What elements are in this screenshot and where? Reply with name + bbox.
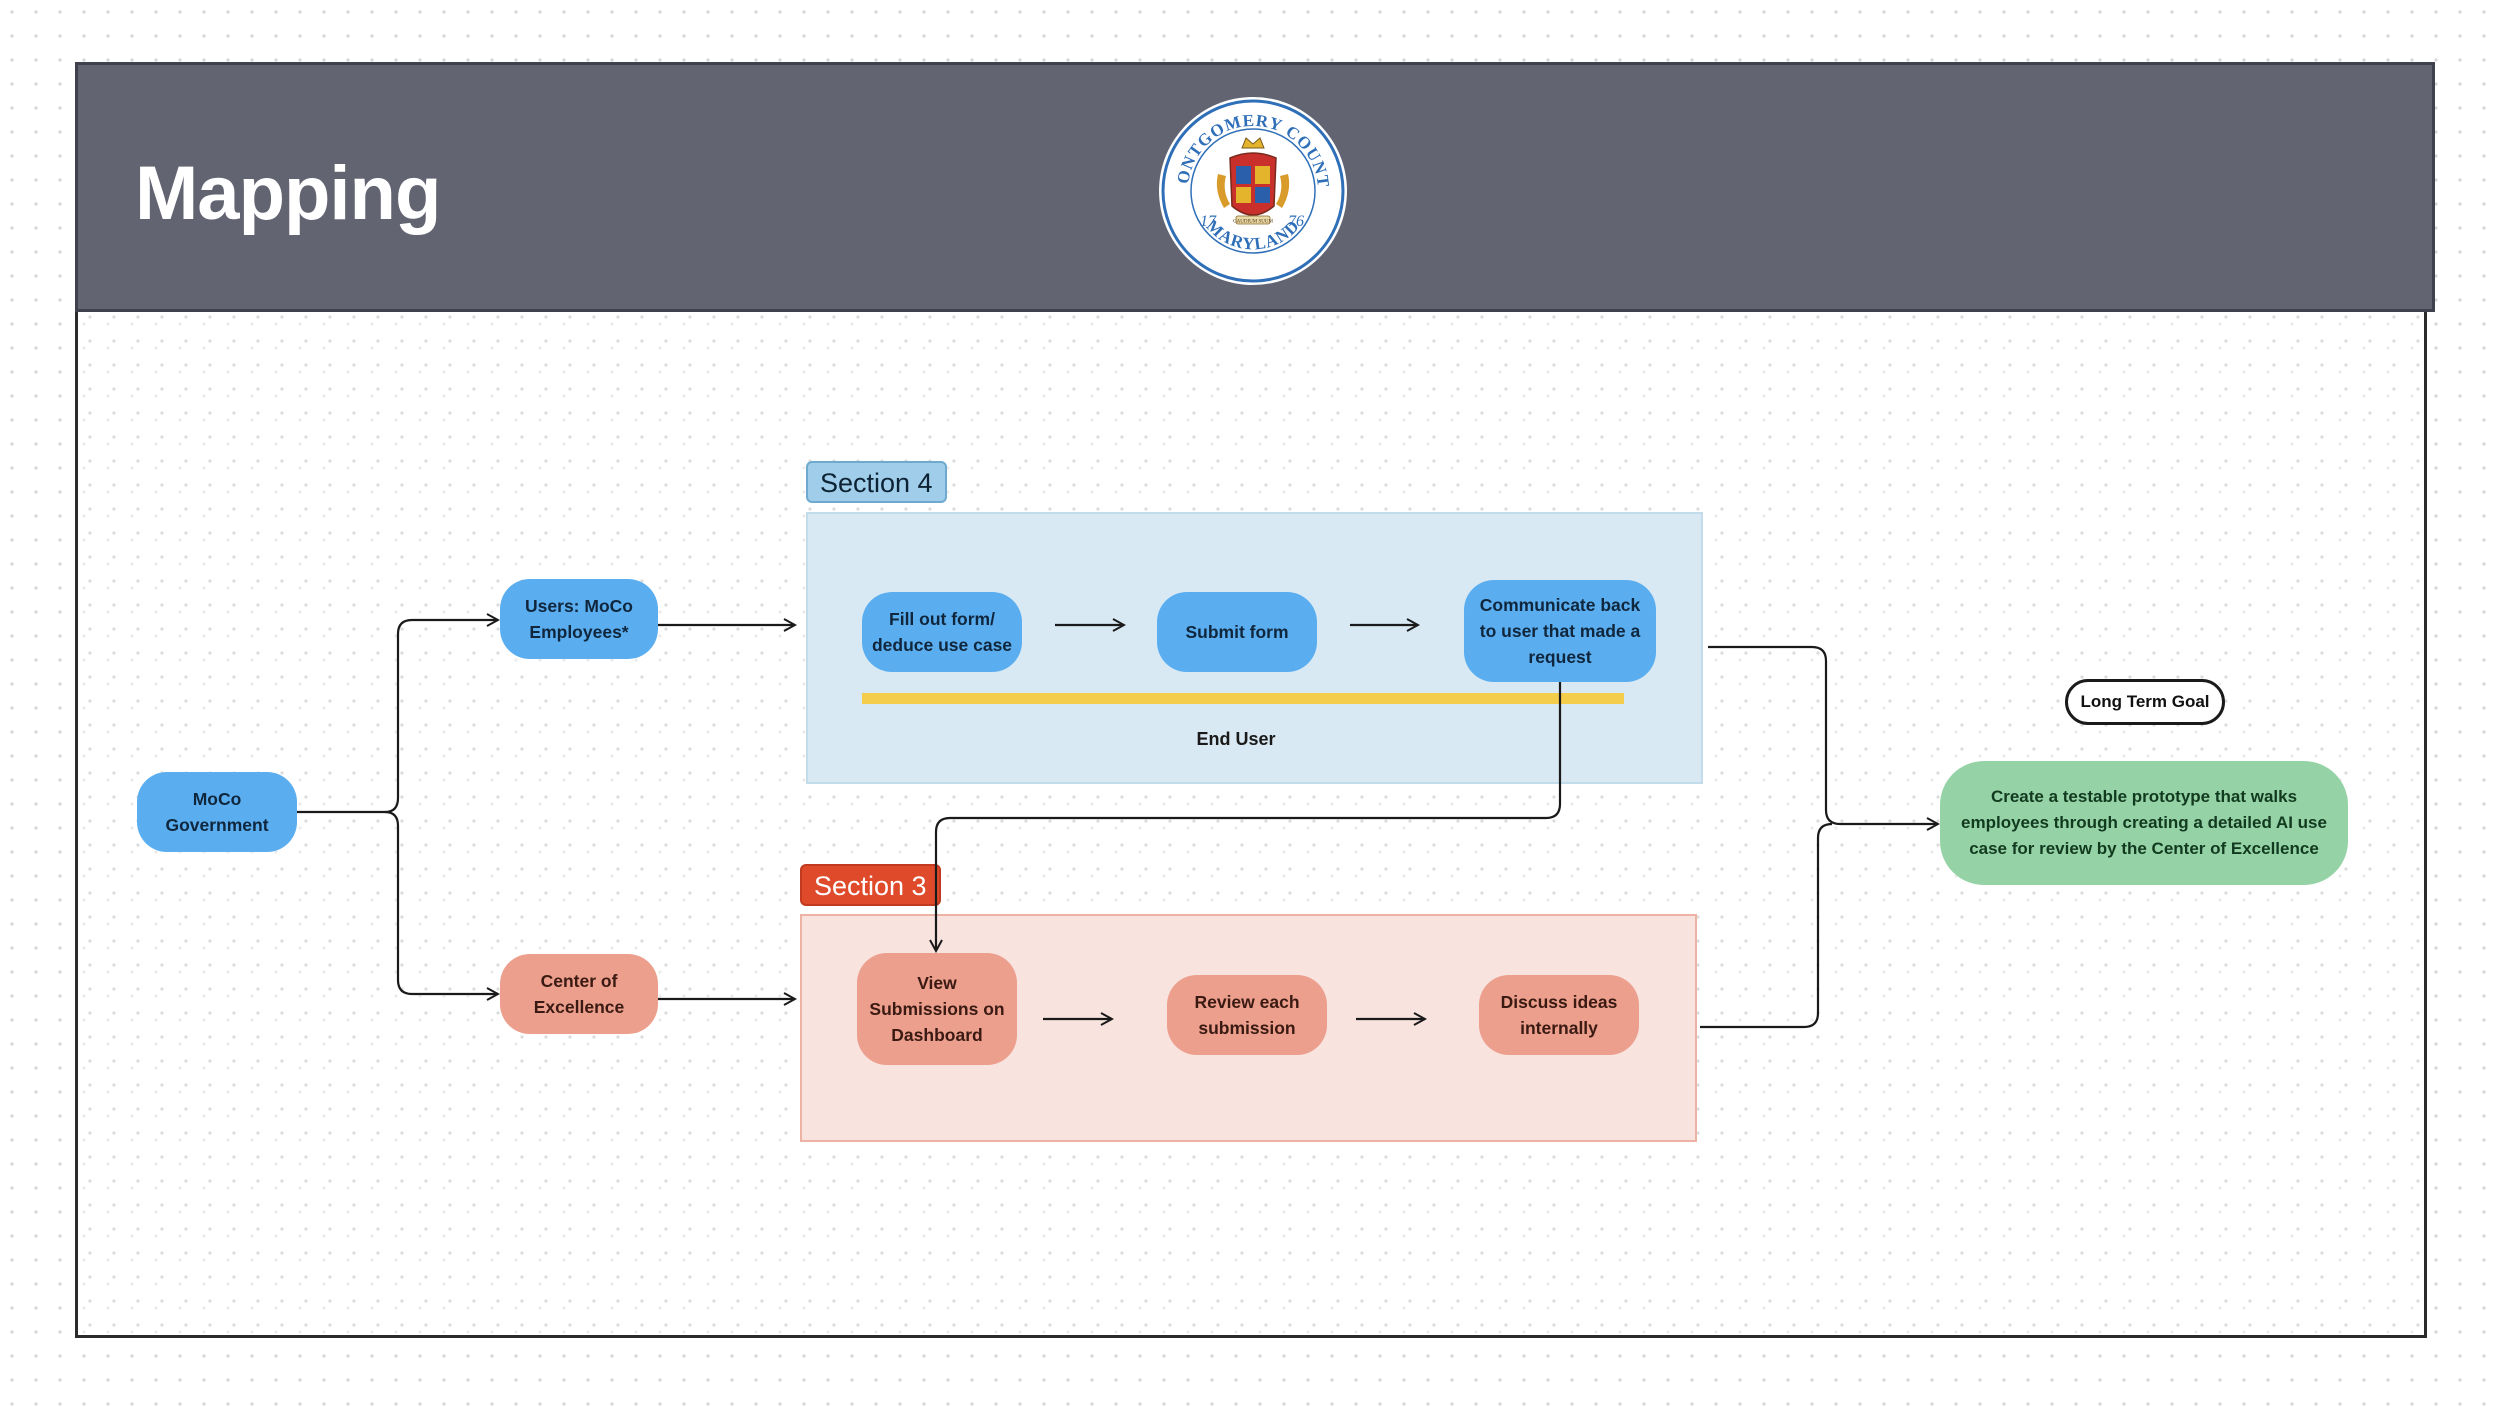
node-discuss-ideas[interactable]: Discuss ideas internally bbox=[1479, 975, 1639, 1055]
node-users-employees[interactable]: Users: MoCo Employees* bbox=[500, 579, 658, 659]
connector-to-coe bbox=[384, 810, 498, 994]
node-view-submissions[interactable]: View Submissions on Dashboard bbox=[857, 953, 1017, 1065]
node-review-each-submission[interactable]: Review each submission bbox=[1167, 975, 1327, 1055]
end-user-label: End User bbox=[1196, 729, 1276, 749]
section-4-label: Section 4 bbox=[806, 461, 947, 503]
node-long-term-goal[interactable]: Create a testable prototype that walks e… bbox=[1940, 761, 2348, 885]
connector-communicate-to-view bbox=[936, 682, 1562, 951]
county-seal-logo: MONTGOMERY COUNTY MARYLAND 17 76 GAUDIUM… bbox=[1158, 96, 1347, 285]
node-moco-government[interactable]: MoCo Government bbox=[137, 772, 297, 852]
node-submit-form[interactable]: Submit form bbox=[1157, 592, 1317, 672]
connector-to-users bbox=[384, 620, 498, 814]
seal-year-left: 17 bbox=[1200, 213, 1217, 230]
node-fill-out-form[interactable]: Fill out form/ deduce use case bbox=[862, 592, 1022, 672]
page-title: Mapping bbox=[135, 151, 441, 236]
connector-section3-to-goal bbox=[1700, 822, 1833, 1029]
section-3-label: Section 3 bbox=[800, 864, 941, 906]
node-communicate-back[interactable]: Communicate back to user that made a req… bbox=[1464, 580, 1656, 682]
seal-motto: GAUDIUM SUUM bbox=[1233, 220, 1273, 225]
long-term-goal-tag: Long Term Goal bbox=[2065, 679, 2225, 725]
seal-year-right: 76 bbox=[1288, 213, 1304, 230]
connector-section4-to-goal bbox=[1708, 645, 1938, 824]
end-user-lane-bar bbox=[862, 693, 1624, 704]
node-center-of-excellence[interactable]: Center of Excellence bbox=[500, 954, 658, 1034]
